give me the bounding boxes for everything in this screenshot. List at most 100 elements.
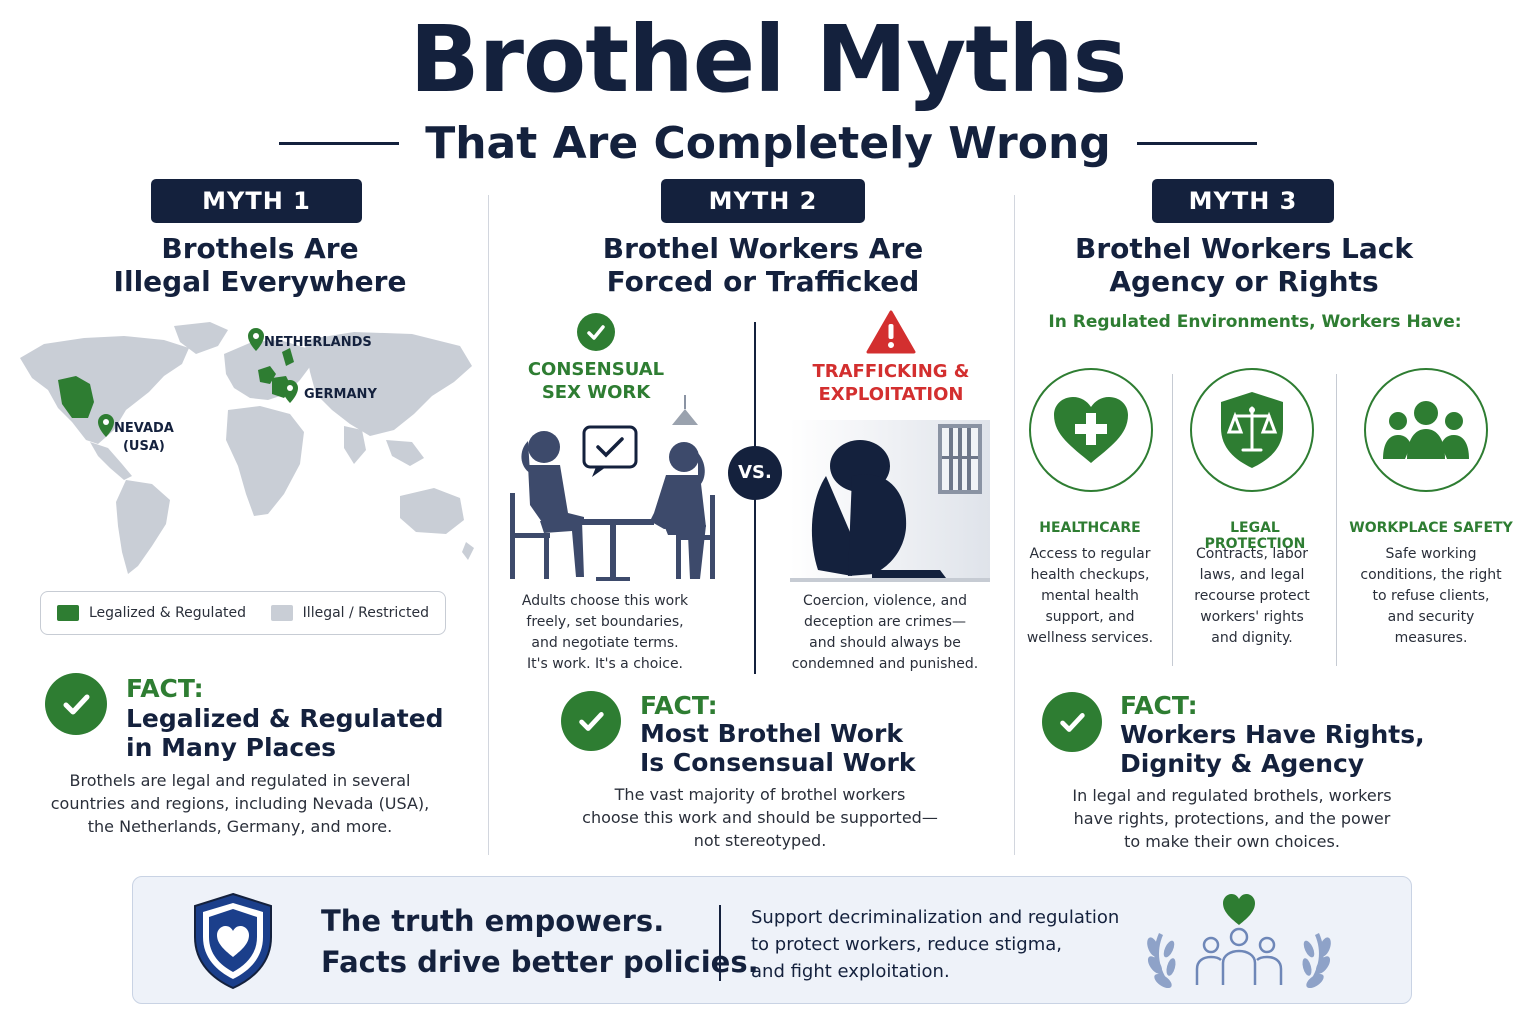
speech-bubble-check-icon (582, 425, 638, 477)
check-icon (45, 673, 107, 735)
myth-1-fact-label: FACT: (126, 674, 204, 703)
subtitle-row: That Are Completely Wrong (0, 116, 1536, 170)
fact-heading-line: Legalized & Regulated (126, 704, 444, 733)
myth-2-badge: MYTH 2 (661, 179, 865, 223)
column-divider-2 (1014, 195, 1015, 855)
right-text-line: mental health (1041, 588, 1139, 604)
legend-swatch-legal (57, 605, 79, 621)
trafficking-title-line: EXPLOITATION (818, 384, 964, 405)
myth-2-fact-label: FACT: (640, 691, 718, 720)
check-icon (1042, 692, 1102, 752)
healthcare-title: HEALTHCARE (1039, 520, 1141, 536)
fact-body-line: have rights, protections, and the power (1073, 809, 1391, 828)
right-text-line: Access to regular (1029, 546, 1151, 562)
consensual-text: Adults choose this work freely, set boun… (500, 591, 710, 675)
community-laurel-icon (1147, 894, 1331, 989)
warning-icon (866, 310, 916, 354)
myth-3-heading: Brothel Workers Lack Agency or Rights (1044, 232, 1444, 298)
fact-heading-line: Workers Have Rights, (1120, 720, 1425, 749)
right-text-line: measures. (1394, 630, 1468, 646)
trafficking-text: Coercion, violence, and deception are cr… (780, 591, 990, 675)
myth-2-heading-line: Forced or Trafficked (606, 265, 920, 298)
check-icon (561, 691, 621, 751)
subtitle-rule-right (1136, 141, 1257, 145)
healthcare-text: Access to regular health checkups, menta… (1020, 544, 1160, 649)
fact-body-line: The vast majority of brothel workers (614, 785, 906, 804)
rights-divider (1336, 374, 1337, 666)
banner-subtext: Support decriminalization and regulation… (751, 904, 1119, 985)
myth-3-intro: In Regulated Environments, Workers Have: (1048, 312, 1462, 332)
banner-headline: The truth empowers. Facts drive better p… (321, 901, 759, 983)
consensual-text-line: and negotiate terms. (531, 635, 679, 651)
right-text-line: support, and (1045, 609, 1135, 625)
check-icon (577, 313, 615, 351)
consensual-text-line: freely, set boundaries, (526, 614, 684, 630)
map-region-nevada (58, 376, 94, 418)
banner-subtext-line: Support decriminalization and regulation (751, 907, 1120, 928)
workplace-safety-text: Safe working conditions, the right to re… (1356, 544, 1506, 649)
map-label-nevada-line: (USA) (122, 439, 165, 454)
people-group-icon (1383, 401, 1469, 459)
trafficking-text-line: Coercion, violence, and (803, 593, 967, 609)
shield-heart-icon (194, 892, 272, 990)
consensual-text-line: Adults choose this work (521, 593, 689, 609)
myth-1-heading-line: Brothels Are (161, 232, 359, 265)
right-text-line: Contracts, labor (1195, 546, 1309, 562)
right-text-line: to refuse clients, (1372, 588, 1490, 604)
fact-heading-line: Most Brothel Work (640, 719, 903, 748)
healthcare-icon-circle (1029, 368, 1153, 492)
fact-body-line: choose this work and should be supported… (582, 808, 938, 827)
vs-badge: VS. (728, 446, 782, 500)
right-text-line: and security (1387, 609, 1475, 625)
myth-1-heading-line: Illegal Everywhere (113, 265, 407, 298)
trafficking-illustration (790, 420, 990, 582)
myth-1-badge: MYTH 1 (151, 179, 362, 223)
right-text-line: and dignity. (1211, 630, 1293, 646)
map-pin-icon (98, 414, 114, 437)
trafficking-title: TRAFFICKING & EXPLOITATION (798, 360, 984, 406)
page-title: Brothel Myths (409, 6, 1128, 113)
right-text-line: laws, and legal (1199, 567, 1305, 583)
myth-1-fact-heading: Legalized & Regulated in Many Places (126, 704, 444, 762)
map-land-restricted (20, 322, 474, 574)
banner-headline-line: The truth empowers. (321, 904, 665, 938)
heart-plus-icon (1054, 397, 1128, 463)
legend-label-legal: Legalized & Regulated (89, 605, 247, 621)
legal-protection-title: LEGAL PROTECTION (1204, 520, 1306, 552)
myth-1-fact-body: Brothels are legal and regulated in seve… (40, 769, 440, 838)
map-label-germany: GERMANY (304, 387, 377, 402)
map-pin-icon (248, 328, 264, 351)
banner-headline-line: Facts drive better policies. (321, 945, 759, 979)
column-divider-1 (488, 195, 489, 855)
fact-body-line: In legal and regulated brothels, workers (1072, 786, 1392, 805)
fact-heading-line: in Many Places (126, 733, 337, 762)
map-label-nevada-line: NEVADA (114, 421, 174, 436)
myth-3-heading-line: Agency or Rights (1109, 265, 1379, 298)
consensual-title-line: CONSENSUAL (527, 359, 665, 380)
myth-2-heading: Brothel Workers Are Forced or Trafficked (556, 232, 970, 298)
right-text-line: conditions, the right (1360, 567, 1502, 583)
fact-body-line: to make their own choices. (1124, 832, 1340, 851)
map-label-netherlands: NETHERLANDS (264, 335, 372, 350)
right-text-line: health checkups, (1030, 567, 1150, 583)
rights-divider (1172, 374, 1173, 666)
legend-swatch-illegal (270, 605, 293, 621)
trafficking-text-line: deception are crimes— (804, 614, 966, 630)
banner-subtext-line: to protect workers, reduce stigma, (751, 934, 1063, 955)
right-text-line: recourse protect (1194, 588, 1310, 604)
myth-1-heading: Brothels Are Illegal Everywhere (60, 232, 460, 298)
right-text-line: Safe working (1385, 546, 1477, 562)
fact-body-line: the Netherlands, Germany, and more. (87, 817, 393, 836)
myth-2-fact-heading: Most Brothel Work Is Consensual Work (640, 719, 915, 777)
banner-subtext-line: and fight exploitation. (751, 961, 950, 982)
map-pin-icon (282, 380, 298, 403)
page-subtitle: That Are Completely Wrong (425, 117, 1111, 169)
banner-separator (719, 905, 721, 981)
myth-2-fact-body: The vast majority of brothel workers cho… (530, 783, 990, 852)
map-region-nordic (282, 348, 294, 366)
fact-body-line: not stereotyped. (693, 831, 827, 850)
consensual-illustration (510, 395, 715, 581)
fact-body-line: Brothels are legal and regulated in seve… (69, 771, 411, 790)
fact-body-line: countries and regions, including Nevada … (50, 794, 430, 813)
consensual-text-line: It's work. It's a choice. (526, 656, 684, 672)
